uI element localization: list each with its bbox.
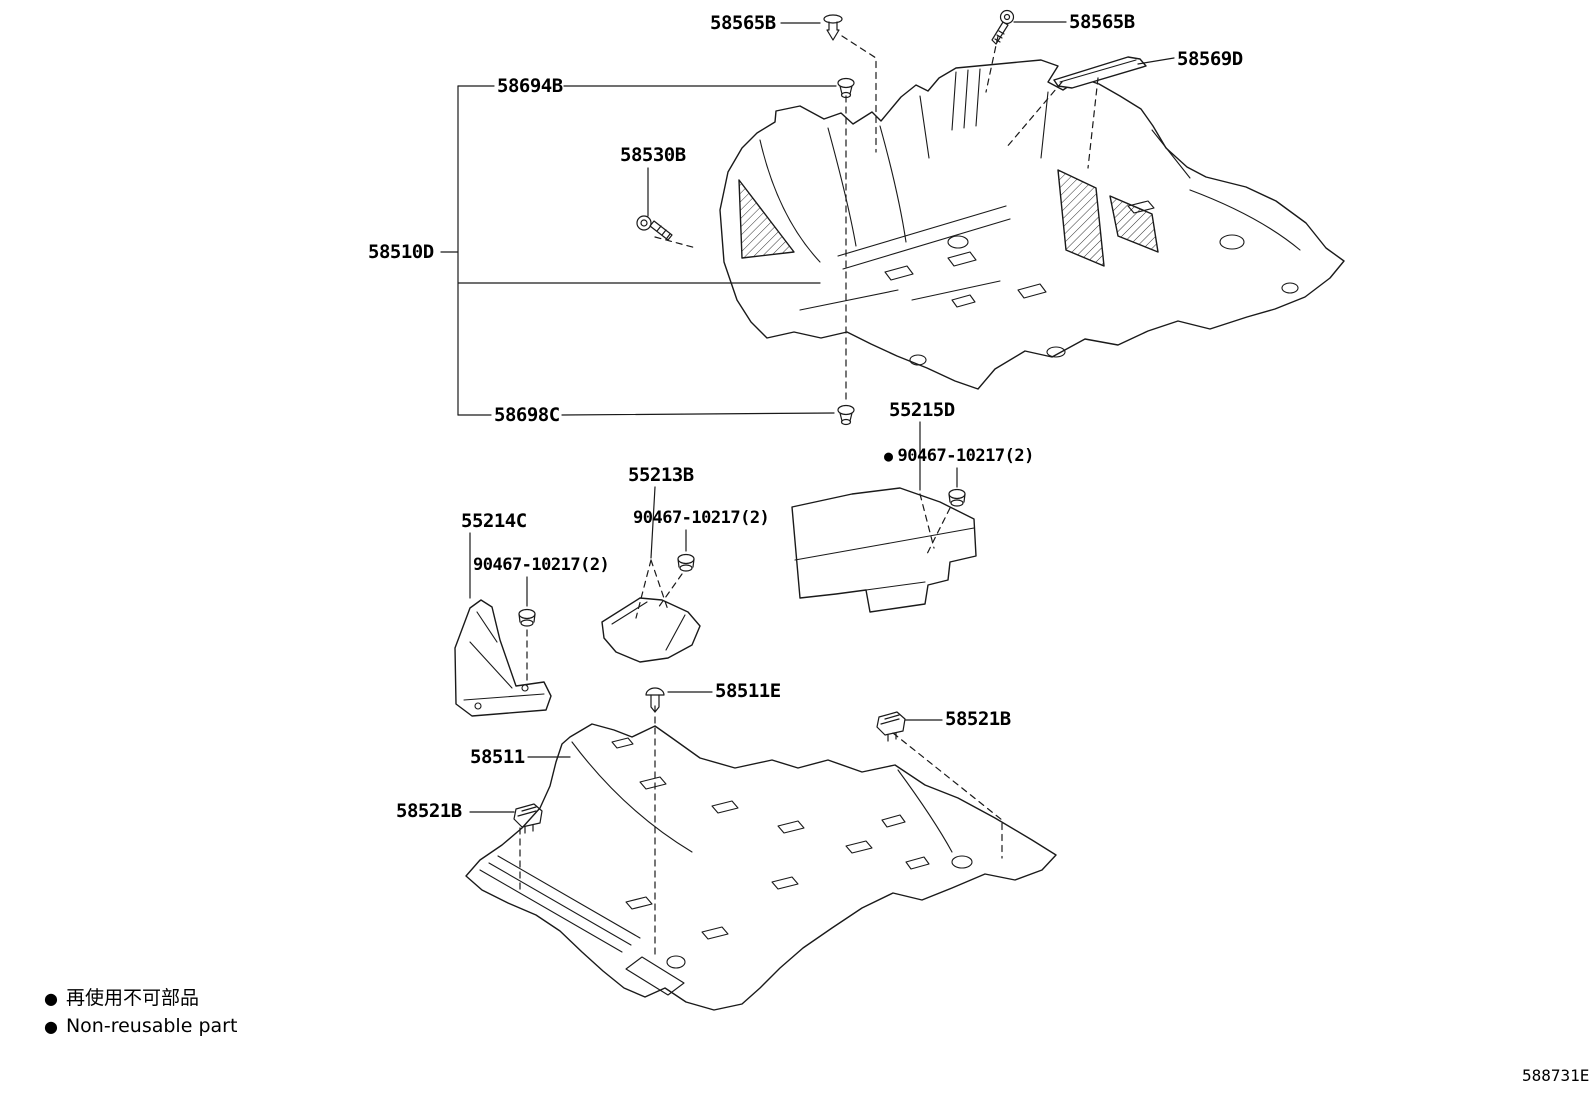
- dash-55213b: [635, 559, 669, 619]
- part-label-58511e: 58511E: [715, 680, 781, 702]
- carpet-58511-outline: [465, 723, 1057, 1011]
- dash-58569d: [1005, 77, 1099, 169]
- part-label-58694b: 58694B: [497, 75, 563, 97]
- leader-58569d: [1137, 57, 1175, 65]
- leader-58698c: [457, 412, 835, 416]
- part-label-55215d: 55215D: [889, 399, 955, 421]
- legend-non-reusable-jp: ●再使用不可部品: [44, 987, 199, 1009]
- part-label-58510d: 58510D: [368, 241, 434, 263]
- part-label-58521b-left: 58521B: [396, 800, 462, 822]
- legend-non-reusable-en: ●Non-reusable part: [44, 1015, 238, 1037]
- part-label-90467-10217-b: 90467-10217(2): [633, 508, 770, 528]
- screw-icon: [991, 9, 1015, 45]
- carpet-58510d-outline: [719, 59, 1345, 390]
- fasteners: [513, 9, 1015, 834]
- grommet-clip-icon: [948, 488, 966, 507]
- part-label-58521b-right: 58521B: [945, 708, 1011, 730]
- part-label-55214c: 55214C: [461, 510, 527, 532]
- diagram-doc-number: 588731E: [1522, 1066, 1590, 1085]
- push-pin-icon: [645, 687, 665, 713]
- leader-lines: [440, 21, 1175, 813]
- part-label-58698c: 58698C: [494, 404, 560, 426]
- grommet-clip-icon: [677, 553, 695, 572]
- grommet-clip-icon: [518, 608, 536, 627]
- screw-icon: [636, 215, 673, 241]
- part-label-58569d: 58569D: [1177, 48, 1243, 70]
- part-label-58530b: 58530B: [620, 144, 686, 166]
- pad-55213b: [601, 597, 701, 663]
- part-label-58565b-left: 58565B: [710, 12, 776, 34]
- trim-clip-icon: [513, 803, 543, 834]
- push-clip-icon: [823, 14, 843, 41]
- dash-90467-b: [657, 573, 683, 609]
- dash-58521b-right: [892, 732, 1003, 859]
- leader-58510d: [440, 85, 821, 416]
- trim-clip-icon: [876, 711, 906, 742]
- part-label-58511: 58511: [470, 746, 525, 768]
- pad-55215d: [791, 487, 977, 613]
- dash-90467-a: [925, 507, 951, 557]
- part-label-55213b: 55213B: [628, 464, 694, 486]
- front-floor-carpet-58510d: [719, 59, 1345, 390]
- footrest-55214c: [454, 599, 552, 717]
- dash-58565b-left: [841, 35, 877, 153]
- non-reusable-marker: ●: [884, 447, 893, 465]
- dashed-assembly-lines: [519, 35, 1099, 956]
- part-label-58565b-right: 58565B: [1069, 11, 1135, 33]
- dash-55215d: [919, 493, 935, 549]
- dash-58530b: [654, 236, 697, 249]
- leader-55213b: [650, 486, 656, 559]
- rear-floor-carpet-58511: [465, 723, 1057, 1011]
- non-reusable-marker: ●: [44, 989, 58, 1008]
- dash-58565b-right: [985, 35, 999, 93]
- non-reusable-marker: ●: [44, 1017, 58, 1036]
- grommet-clip-icon: [837, 404, 855, 426]
- grommet-clip-icon: [837, 77, 855, 99]
- part-label-90467-10217-a: ●90467-10217(2): [884, 446, 1034, 466]
- part-label-90467-10217-c: 90467-10217(2): [473, 555, 610, 575]
- trim-strip-58569d: [1053, 56, 1147, 89]
